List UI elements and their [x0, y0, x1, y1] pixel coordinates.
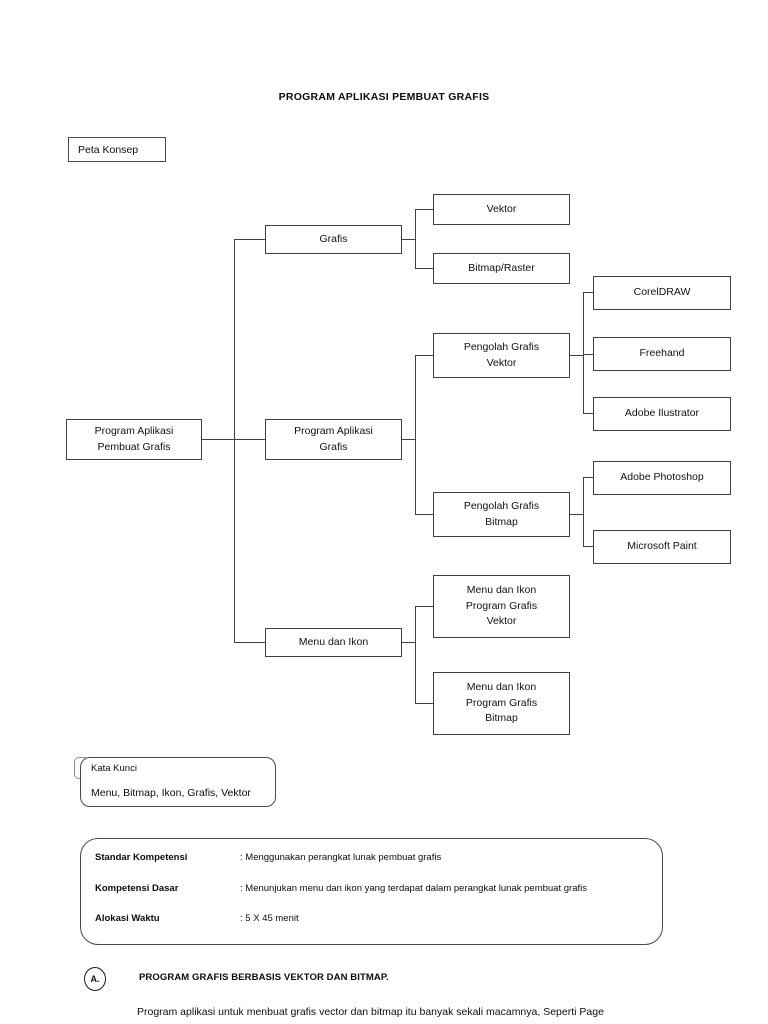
- connector-to-coreldraw: [583, 292, 594, 293]
- node-coreldraw[interactable]: CorelDRAW: [593, 276, 731, 310]
- peta-konsep-box: Peta Konsep: [68, 137, 166, 162]
- node-pgb-line1: Pengolah Grafis: [463, 499, 540, 512]
- node-mdi-bitmap-line3: Bitmap: [485, 712, 518, 725]
- section-heading: PROGRAM GRAFIS BERBASIS VEKTOR DAN BITMA…: [139, 972, 389, 983]
- connector-grafis-spine: [415, 209, 416, 269]
- node-bitmap-raster-label: Bitmap/Raster: [468, 261, 535, 274]
- competency-label: Kompetensi Dasar: [95, 883, 179, 894]
- node-root[interactable]: Program Aplikasi Pembuat Grafis: [66, 419, 202, 460]
- node-grafis-label: Grafis: [319, 232, 348, 245]
- node-microsoft-paint[interactable]: Microsoft Paint: [593, 530, 731, 564]
- node-mdi-bitmap-line1: Menu dan Ikon: [466, 680, 537, 693]
- node-root-line2: Pembuat Grafis: [97, 440, 171, 453]
- node-adobe-photoshop[interactable]: Adobe Photoshop: [593, 461, 731, 495]
- competency-row: Kompetensi Dasar : Menunjukan menu dan i…: [95, 883, 655, 897]
- connector-to-adobe-ilustrator: [583, 413, 594, 414]
- node-pengolah-grafis-bitmap[interactable]: Pengolah Grafis Bitmap: [433, 492, 570, 537]
- node-menu-dan-ikon-label: Menu dan Ikon: [298, 635, 369, 648]
- node-mdi-vektor-line2: Program Grafis: [465, 599, 538, 612]
- competency-label: Standar Kompetensi: [95, 852, 188, 863]
- node-bitmap-raster[interactable]: Bitmap/Raster: [433, 253, 570, 284]
- node-freehand[interactable]: Freehand: [593, 337, 731, 371]
- kata-kunci-keywords: Menu, Bitmap, Ikon, Grafis, Vektor: [91, 787, 251, 799]
- competency-card: Standar Kompetensi : Menggunakan perangk…: [80, 838, 663, 945]
- connector-mdi-spine: [415, 606, 416, 703]
- node-mdi-bitmap-line2: Program Grafis: [465, 696, 538, 709]
- connector-pgv-out: [570, 355, 583, 356]
- connector-to-adobe-photoshop: [583, 477, 594, 478]
- peta-konsep-label: Peta Konsep: [78, 143, 139, 156]
- node-mdi-vektor-line3: Vektor: [486, 615, 517, 628]
- connector-mdi-out: [402, 642, 415, 643]
- connector-to-menu-ikon-bitmap: [415, 703, 433, 704]
- node-mdi-vektor-line1: Menu dan Ikon: [466, 583, 537, 596]
- connector-to-bitmap-raster: [415, 268, 433, 269]
- connector-pgv-spine: [583, 292, 584, 414]
- kata-kunci-card: Kata Kunci Menu, Bitmap, Ikon, Grafis, V…: [80, 757, 276, 807]
- node-pgv-line1: Pengolah Grafis: [463, 340, 540, 353]
- competency-row: Standar Kompetensi : Menggunakan perangk…: [95, 852, 655, 866]
- competency-row: Alokasi Waktu : 5 X 45 menit: [95, 913, 655, 927]
- competency-value: : Menggunakan perangkat lunak pembuat gr…: [240, 852, 442, 863]
- connector-to-grafis: [234, 239, 265, 240]
- node-microsoft-paint-label: Microsoft Paint: [627, 540, 697, 553]
- node-freehand-label: Freehand: [639, 347, 685, 360]
- connector-main-spine: [234, 239, 235, 642]
- node-menu-ikon-vektor[interactable]: Menu dan Ikon Program Grafis Vektor: [433, 575, 570, 638]
- kata-kunci-title: Kata Kunci: [91, 763, 137, 774]
- node-pag-line1: Program Aplikasi: [294, 424, 373, 437]
- node-adobe-photoshop-label: Adobe Photoshop: [620, 471, 704, 484]
- connector-to-program-aplikasi-grafis: [234, 439, 265, 440]
- node-pag-line2: Grafis: [319, 440, 348, 453]
- page-title: PROGRAM APLIKASI PEMBUAT GRAFIS: [278, 91, 490, 103]
- node-menu-dan-ikon[interactable]: Menu dan Ikon: [265, 628, 402, 657]
- node-program-aplikasi-grafis[interactable]: Program Aplikasi Grafis: [265, 419, 402, 460]
- connector-grafis-out: [402, 239, 415, 240]
- node-grafis[interactable]: Grafis: [265, 225, 402, 254]
- connector-to-freehand: [583, 354, 594, 355]
- node-pengolah-grafis-vektor[interactable]: Pengolah Grafis Vektor: [433, 333, 570, 378]
- competency-label: Alokasi Waktu: [95, 913, 160, 924]
- connector-to-pengolah-vektor: [415, 355, 433, 356]
- node-pgv-line2: Vektor: [486, 356, 517, 369]
- node-vektor[interactable]: Vektor: [433, 194, 570, 225]
- connector-to-microsoft-paint: [583, 546, 594, 547]
- connector-to-vektor: [415, 209, 433, 210]
- connector-to-menu-ikon-vektor: [415, 606, 433, 607]
- body-paragraph: Program aplikasi untuk menbuat grafis ve…: [137, 1006, 604, 1018]
- node-adobe-ilustrator[interactable]: Adobe Ilustrator: [593, 397, 731, 431]
- node-adobe-ilustrator-label: Adobe Ilustrator: [624, 407, 700, 420]
- connector-pag-out: [402, 439, 415, 440]
- node-menu-ikon-bitmap[interactable]: Menu dan Ikon Program Grafis Bitmap: [433, 672, 570, 735]
- node-pgb-line2: Bitmap: [485, 515, 518, 528]
- node-root-line1: Program Aplikasi: [94, 424, 174, 437]
- competency-value: : 5 X 45 menit: [240, 913, 299, 924]
- connector-pag-spine: [415, 355, 416, 515]
- node-coreldraw-label: CorelDRAW: [633, 286, 691, 299]
- connector-to-pengolah-bitmap: [415, 514, 433, 515]
- connector-to-menu-dan-ikon: [234, 642, 265, 643]
- competency-value: : Menunjukan menu dan ikon yang terdapat…: [240, 883, 587, 894]
- connector-pgb-spine: [583, 477, 584, 547]
- section-marker-a: A.: [84, 967, 106, 991]
- connector-root-out: [202, 439, 234, 440]
- connector-pgb-out: [570, 514, 583, 515]
- node-vektor-label: Vektor: [486, 202, 517, 215]
